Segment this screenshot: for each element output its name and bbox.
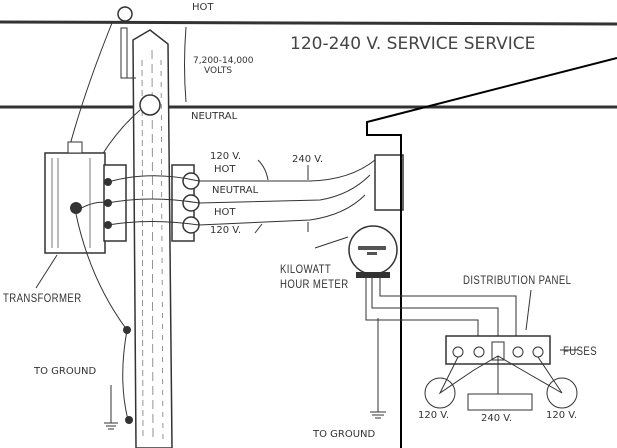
label-neutral-mid: NEUTRAL bbox=[212, 185, 259, 196]
label-meter-line1: KILOWATT bbox=[280, 262, 332, 276]
insulator-top bbox=[117, 6, 136, 79]
label-transformer: TRANSFORMER bbox=[3, 291, 82, 305]
load-240-heater bbox=[467, 393, 533, 411]
ground-symbol-right bbox=[370, 411, 386, 419]
label-primary-volts: VOLTS bbox=[204, 66, 233, 76]
label-primary-voltage: 7,200-14,000 bbox=[193, 56, 254, 66]
load-left-lamp bbox=[424, 377, 456, 409]
label-load-mid: 240 V. bbox=[481, 413, 512, 424]
label-neutral-top: NEUTRAL bbox=[191, 111, 238, 122]
service-wires bbox=[77, 159, 376, 226]
label-fuses: FUSES bbox=[563, 344, 598, 358]
label-load-right: 120 V. bbox=[546, 410, 577, 421]
label-120v-lower: 120 V. bbox=[210, 225, 241, 236]
transformer bbox=[44, 141, 106, 254]
label-240v-service: 240 V. bbox=[292, 154, 323, 165]
label-load-left: 120 V. bbox=[418, 410, 449, 421]
house-outline bbox=[366, 57, 617, 448]
label-ground-right: TO GROUND bbox=[313, 429, 376, 440]
label-hot-top: HOT bbox=[192, 2, 214, 13]
primary-hot-line bbox=[0, 20, 617, 26]
load-right-lamp bbox=[546, 377, 578, 409]
ground-symbol-left bbox=[104, 385, 118, 430]
diagram-title: 120-240 V. SERVICE SERVICE bbox=[290, 34, 536, 54]
label-ground-left: TO GROUND bbox=[34, 366, 97, 377]
label-distribution-panel: DISTRIBUTION PANEL bbox=[463, 273, 572, 287]
utility-pole bbox=[132, 29, 173, 448]
label-hot-upper: HOT bbox=[214, 164, 236, 175]
kilowatt-hour-meter bbox=[348, 225, 398, 278]
voltage-bracket bbox=[184, 26, 187, 103]
label-hot-lower: HOT bbox=[214, 207, 236, 218]
label-120v-upper: 120 V. bbox=[210, 151, 241, 162]
label-meter-line2: HOUR METER bbox=[280, 277, 349, 291]
